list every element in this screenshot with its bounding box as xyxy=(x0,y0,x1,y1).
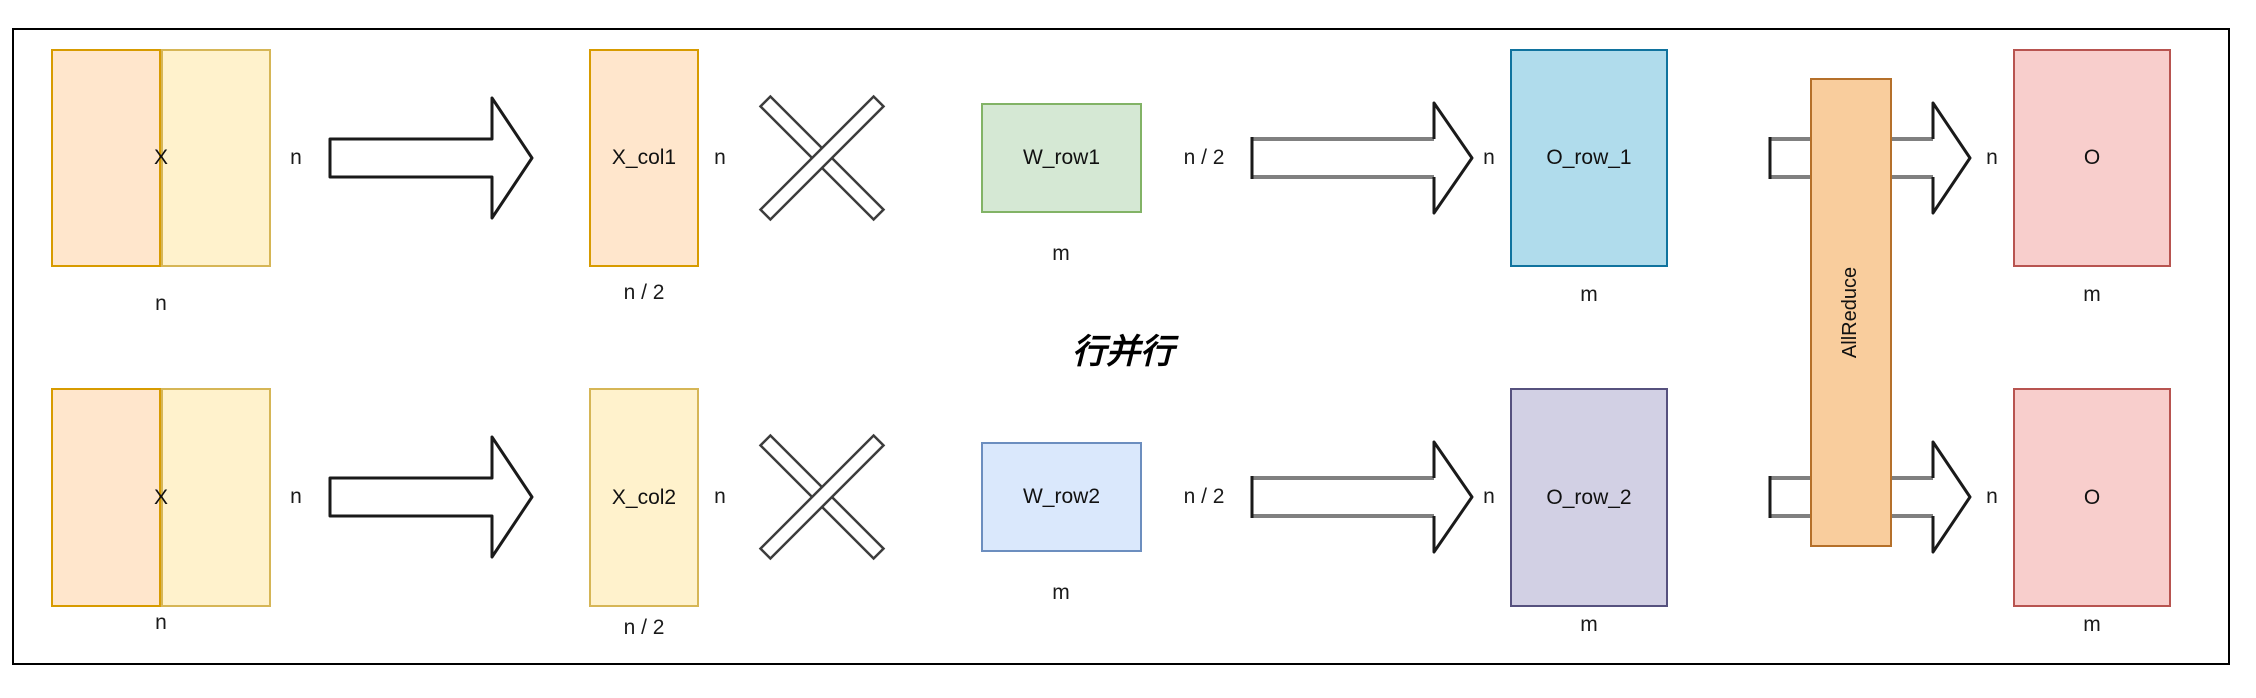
matrix-xcol1: X_col1 xyxy=(589,49,699,267)
right-arrow-icon-split-row1 xyxy=(328,96,534,220)
dim-n-before-o-row1: n xyxy=(1986,146,1998,169)
matrix-x-label-row2: X xyxy=(153,485,168,509)
dim-n-below-x-row1: n xyxy=(155,292,167,315)
matrix-xcol2: X_col2 xyxy=(589,388,699,607)
dim-n-right-of-x-row2: n xyxy=(290,485,302,508)
right-arrow-icon-split-row2 xyxy=(328,435,534,559)
dim-n-right-of-x-row1: n xyxy=(290,146,302,169)
matrix-wrow1-label: W_row1 xyxy=(1022,146,1101,169)
right-arrow-icon-matmul-row2 xyxy=(1250,440,1474,554)
dim-n2-below-xcol1: n / 2 xyxy=(623,281,665,304)
matrix-o-row2: O xyxy=(2013,388,2171,607)
dim-n-below-x-row2: n xyxy=(155,611,167,634)
dim-m-below-wrow1: m xyxy=(1052,242,1070,265)
dim-m-below-wrow2: m xyxy=(1052,581,1070,604)
dim-m-below-o-row2: m xyxy=(2083,613,2101,636)
matrix-orow1-label: O_row_1 xyxy=(1546,146,1632,169)
matrix-x-label-row1: X xyxy=(153,146,168,169)
matrix-wrow2: W_row2 xyxy=(981,442,1142,552)
dim-n2-right-of-wrow2: n / 2 xyxy=(1183,485,1225,508)
dim-m-below-o-row1: m xyxy=(2083,283,2101,306)
multiply-cross-icon-row1 xyxy=(758,94,886,222)
matrix-o-row1: O xyxy=(2013,49,2171,267)
matrix-wrow2-label: W_row2 xyxy=(1022,485,1101,508)
matrix-xcol1-label: X_col1 xyxy=(611,146,677,169)
matrix-orow2-label: O_row_2 xyxy=(1546,485,1632,509)
matrix-wrow1: W_row1 xyxy=(981,103,1142,213)
dim-m-below-orow2: m xyxy=(1580,613,1598,636)
diagram-border xyxy=(12,28,2230,665)
matrix-o-row1-label: O xyxy=(2083,146,2101,169)
matrix-x-right-half-row1 xyxy=(161,49,271,267)
dim-n-before-orow2: n xyxy=(1483,485,1495,508)
allreduce-box: AllReduce xyxy=(1810,78,1892,547)
matrix-x-left-half-row1 xyxy=(51,49,161,267)
dim-n-right-of-xcol2: n xyxy=(714,485,726,508)
dim-n-right-of-xcol1: n xyxy=(714,146,726,169)
matrix-x-right-half-row2 xyxy=(161,388,271,607)
matrix-xcol2-label: X_col2 xyxy=(611,485,677,509)
matrix-x-left-half-row2 xyxy=(51,388,161,607)
dim-n-before-orow1: n xyxy=(1483,146,1495,169)
matrix-orow2: O_row_2 xyxy=(1510,388,1668,607)
dim-n2-right-of-wrow1: n / 2 xyxy=(1183,146,1225,169)
allreduce-label: AllReduce xyxy=(1839,266,1862,359)
multiply-cross-icon-row2 xyxy=(758,433,886,561)
matrix-o-row2-label: O xyxy=(2083,485,2101,509)
dim-n-before-o-row2: n xyxy=(1986,485,1998,508)
diagram-title: 行并行 xyxy=(1072,332,1174,371)
right-arrow-icon-matmul-row1 xyxy=(1250,101,1474,215)
dim-m-below-orow1: m xyxy=(1580,283,1598,306)
matrix-orow1: O_row_1 xyxy=(1510,49,1668,267)
dim-n2-below-xcol2: n / 2 xyxy=(623,616,665,639)
